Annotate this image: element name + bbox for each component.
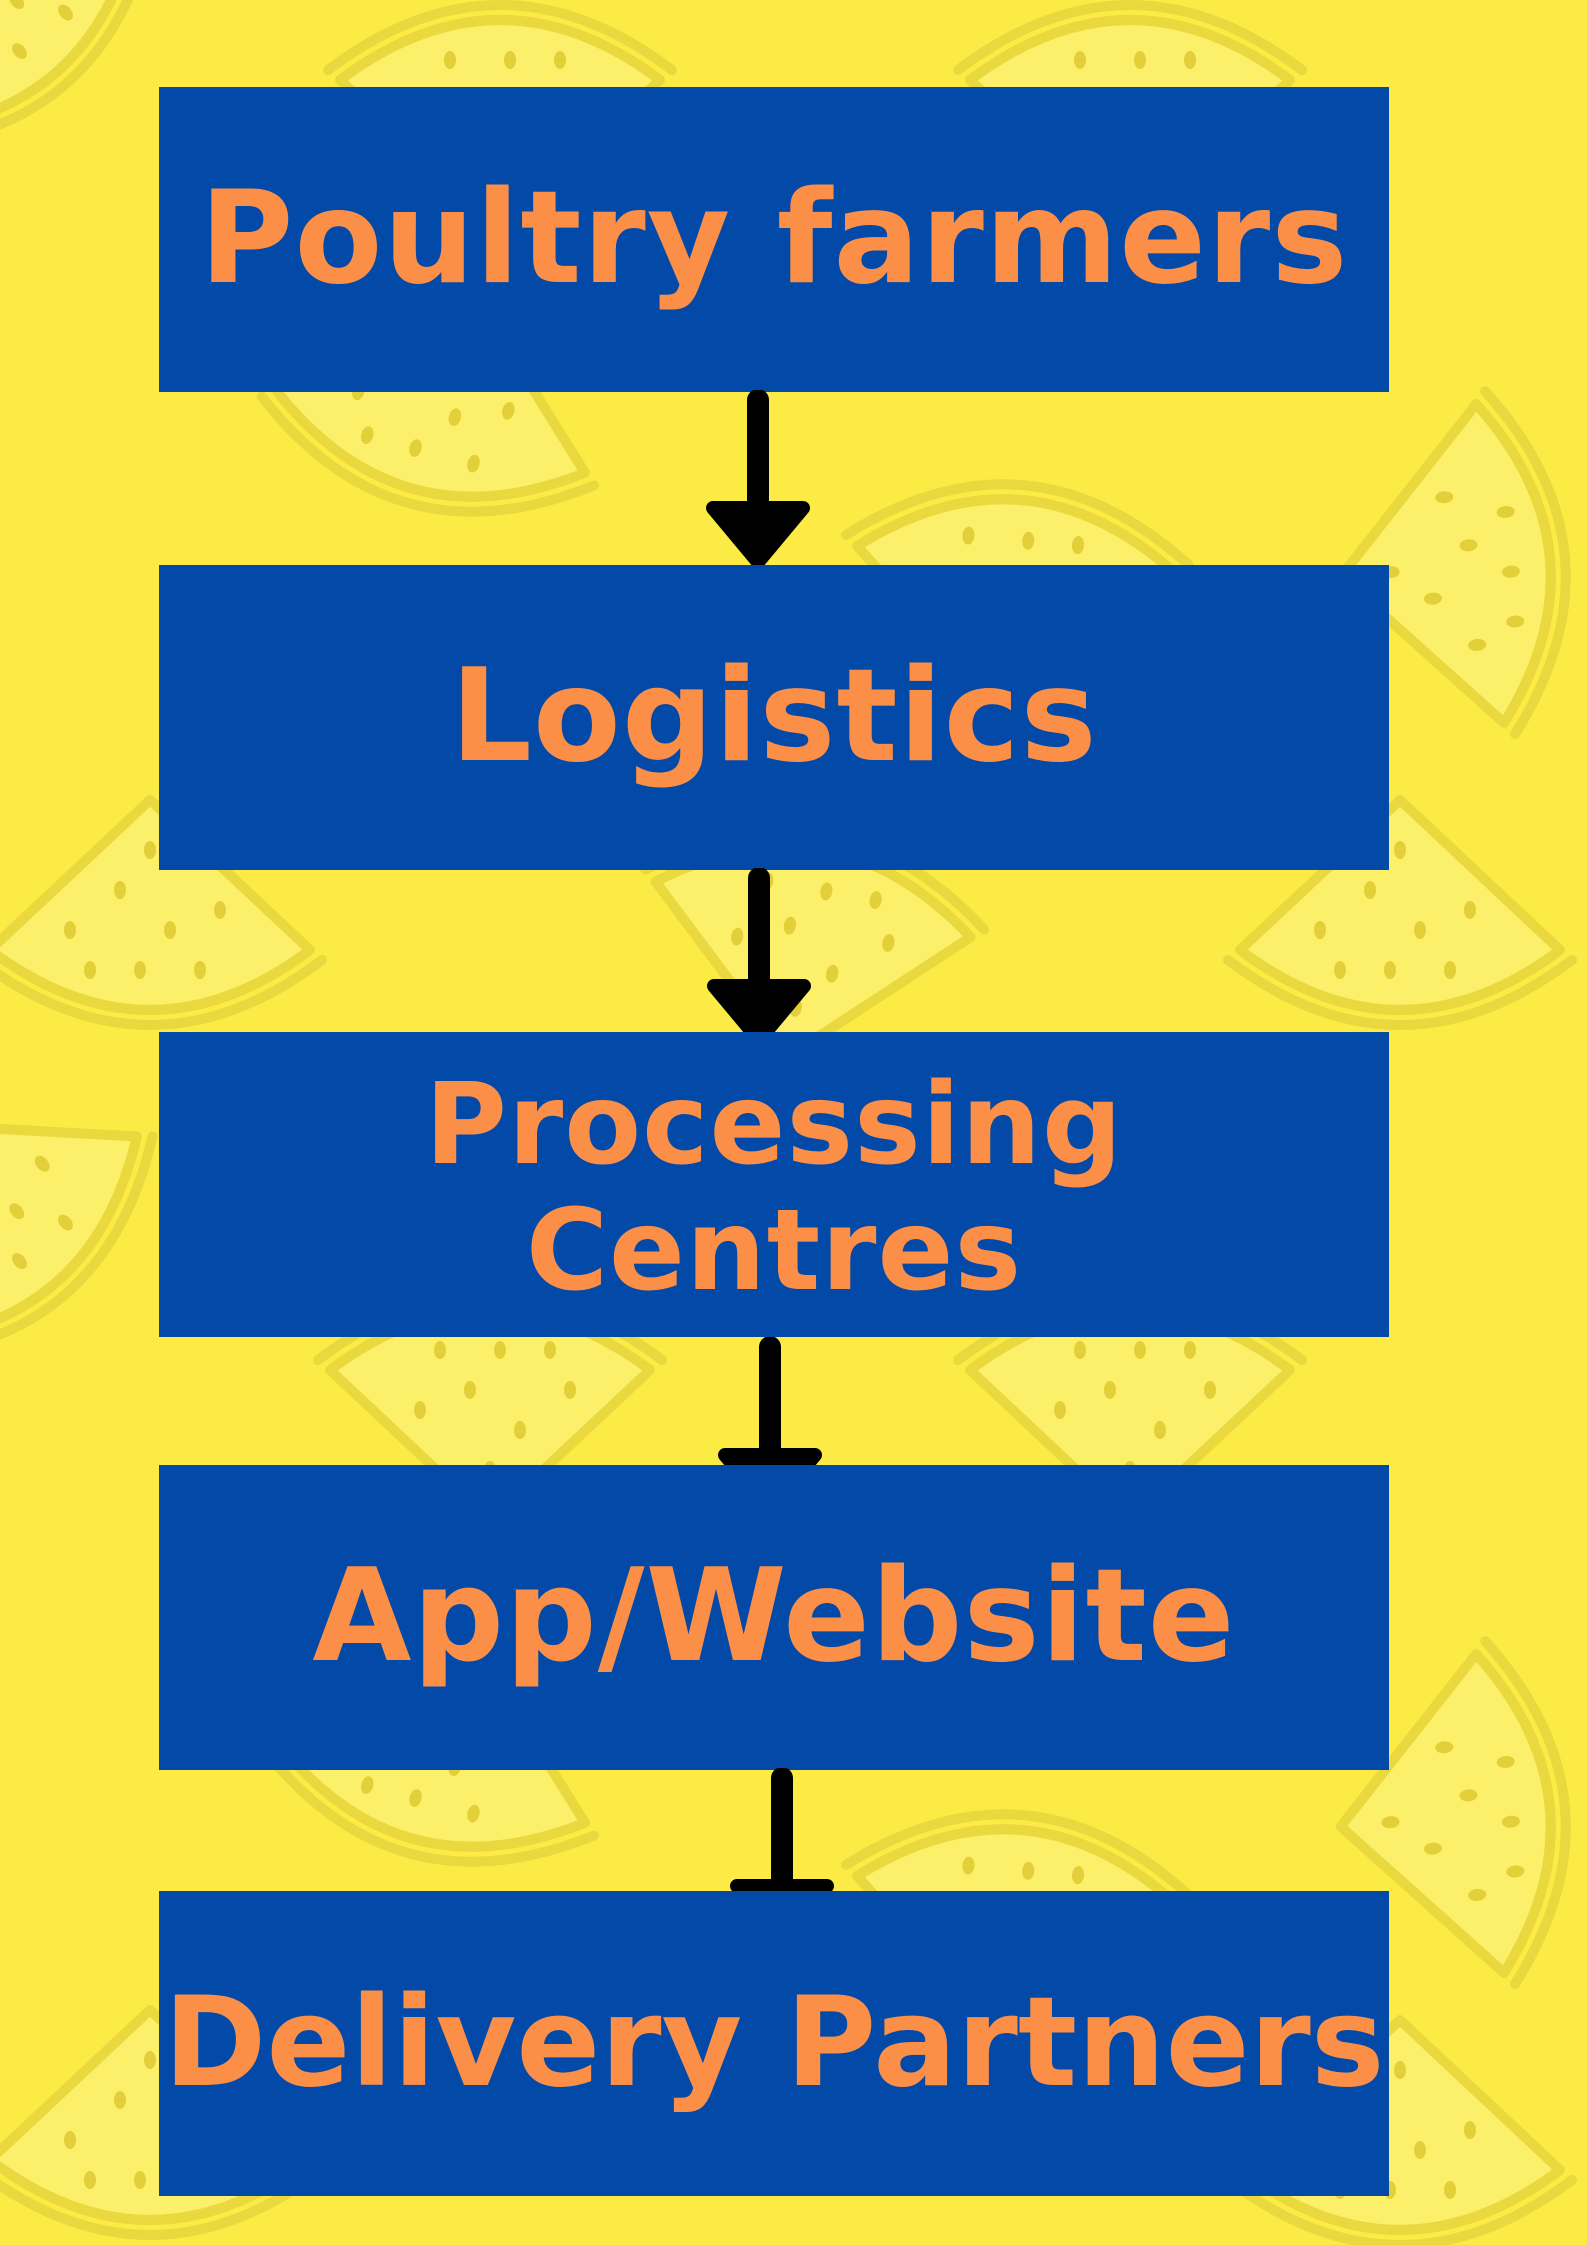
flow-step-delivery-partners: Delivery Partners <box>159 1891 1389 2196</box>
flow-step-app-website: App/Website <box>159 1465 1389 1770</box>
flow-step-label: App/Website <box>312 1542 1236 1692</box>
flow-step-label: Poultry farmers <box>199 164 1349 314</box>
arrow-down-icon <box>707 868 811 1047</box>
flow-step-logistics: Logistics <box>159 565 1389 870</box>
flow-step-label: Processing Centres <box>424 1060 1124 1316</box>
flow-step-processing-centres: Processing Centres <box>159 1032 1389 1337</box>
flow-step-label: Logistics <box>450 642 1098 792</box>
flow-step-label: Delivery Partners <box>163 1971 1385 2116</box>
flow-step-poultry-farmers: Poultry farmers <box>159 87 1389 392</box>
arrow-down-icon <box>706 390 810 569</box>
